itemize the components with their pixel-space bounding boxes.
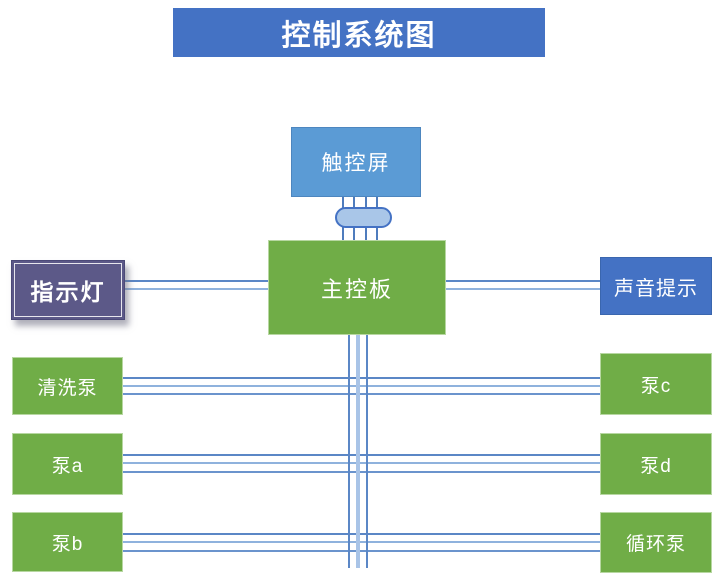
wire-mainboard-bus-right: [366, 335, 368, 568]
diagram-title: 控制系统图: [173, 8, 545, 57]
node-pump-d: 泵d: [600, 433, 712, 495]
node-pump-b: 泵b: [12, 512, 123, 572]
node-circulation-pump: 循环泵: [600, 512, 712, 573]
node-indicator-light: 指示灯: [11, 260, 125, 320]
wire-mainboard-bus-left: [348, 335, 350, 568]
node-pump-c: 泵c: [600, 353, 712, 415]
wire-washpump-pumpc-1: [123, 377, 600, 379]
node-touchscreen-label: 触控屏: [321, 152, 391, 175]
wire-pumpa-pumpd-2: [123, 462, 600, 464]
wire-pumpa-pumpd-1: [123, 454, 600, 456]
wire-pumpb-circulation-2: [123, 541, 600, 543]
node-sound-alert-label: 声音提示: [614, 277, 698, 300]
node-pump-c-label: 泵c: [640, 375, 672, 397]
wire-pumpa-pumpd-3: [123, 471, 600, 473]
node-pump-a-label: 泵a: [51, 455, 84, 477]
wire-indicator-mainboard-2: [125, 288, 268, 290]
node-wash-pump-label: 清洗泵: [37, 377, 98, 399]
node-circulation-pump-label: 循环泵: [625, 534, 686, 555]
diagram-title-label: 控制系统图: [281, 19, 437, 52]
wire-pumpb-circulation-3: [123, 550, 600, 552]
wire-mainboard-bus-center: [356, 335, 360, 568]
node-pump-b-label: 泵b: [51, 533, 84, 555]
node-pump-a: 泵a: [12, 433, 123, 495]
node-mainboard-label: 主控板: [320, 276, 393, 302]
wire-mainboard-sound-2: [446, 288, 600, 290]
node-sound-alert: 声音提示: [600, 257, 712, 315]
wire-washpump-pumpc-2: [123, 385, 600, 387]
cable-connector-pill: [335, 207, 392, 228]
wire-indicator-mainboard-1: [125, 280, 268, 282]
node-indicator-light-label: 指示灯: [30, 279, 106, 305]
node-touchscreen: 触控屏: [291, 127, 421, 197]
wire-pumpb-circulation-1: [123, 533, 600, 535]
wire-washpump-pumpc-3: [123, 393, 600, 395]
wire-mainboard-sound-1: [446, 280, 600, 282]
node-pump-d-label: 泵d: [640, 455, 672, 477]
node-mainboard: 主控板: [268, 240, 446, 335]
node-wash-pump: 清洗泵: [12, 357, 123, 415]
